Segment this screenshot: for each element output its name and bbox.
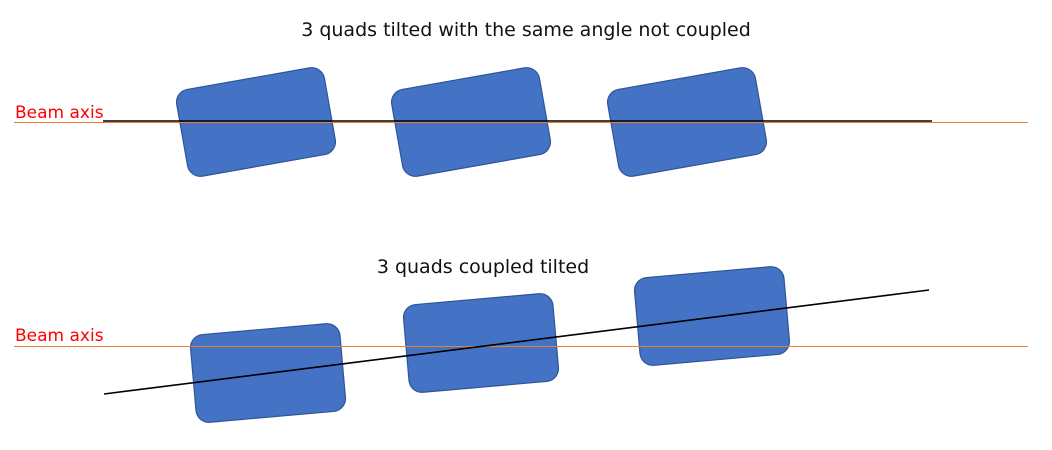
bottom-panel: 3 quads coupled tilted Beam axis (14, 256, 1028, 423)
bottom-quad-2 (402, 293, 560, 393)
bottom-quads (189, 266, 791, 423)
top-beam-axis-label: Beam axis (15, 103, 104, 123)
bottom-beam-axis-label: Beam axis (15, 326, 104, 346)
bottom-panel-title: 3 quads coupled tilted (377, 256, 589, 278)
bottom-quad-3 (633, 266, 791, 366)
top-panel-title: 3 quads tilted with the same angle not c… (301, 19, 751, 41)
top-panel: 3 quads tilted with the same angle not c… (14, 19, 1028, 177)
bottom-tilted-beam-line (103, 289, 930, 395)
